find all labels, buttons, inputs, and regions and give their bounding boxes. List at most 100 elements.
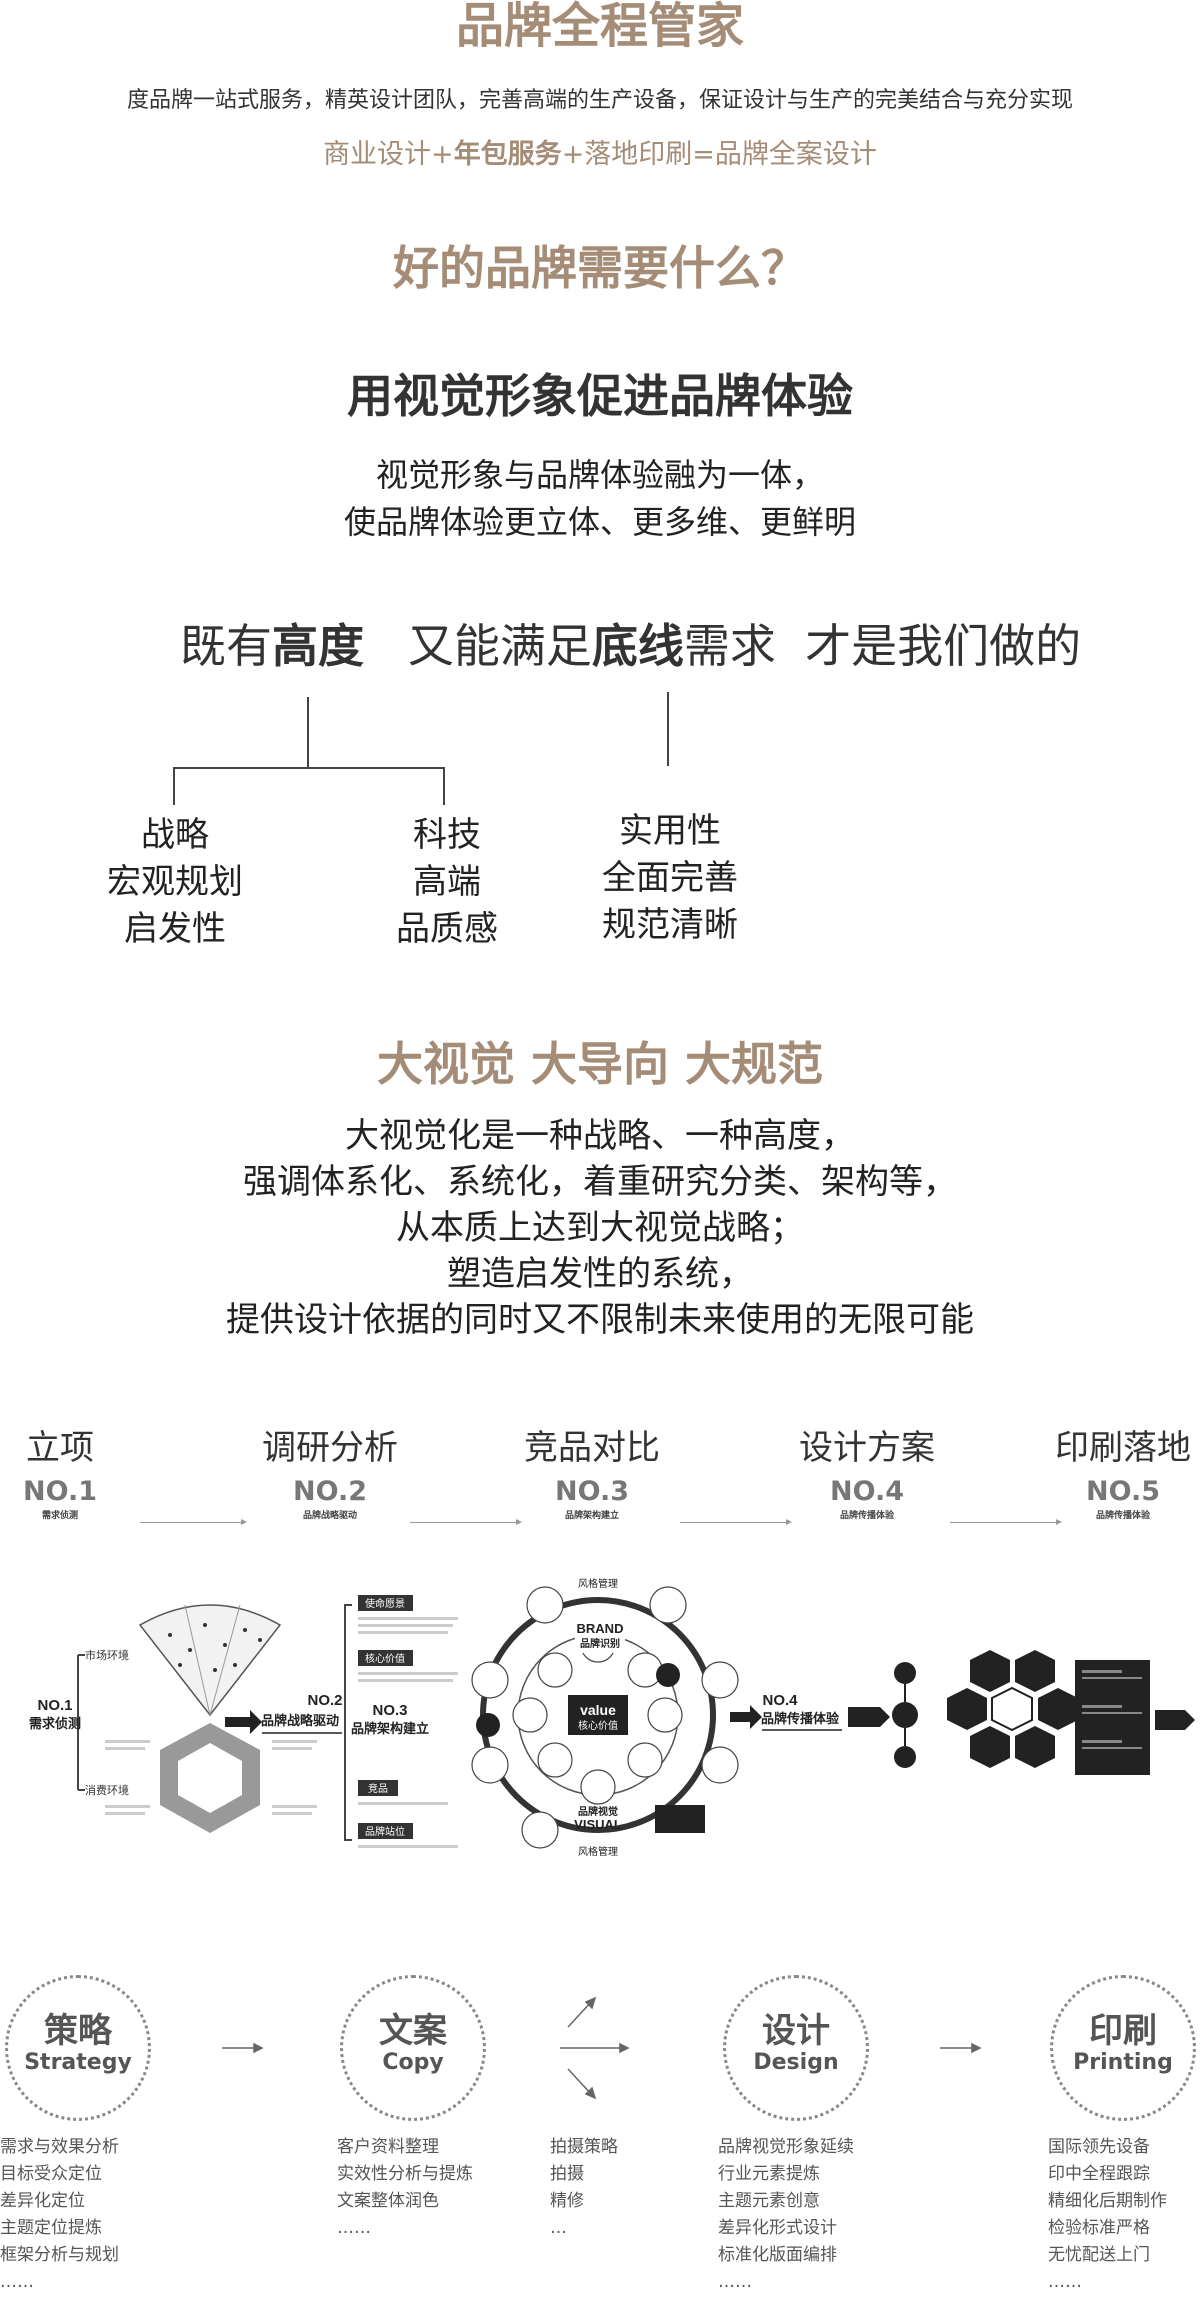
service-title: 设计	[762, 2011, 830, 2051]
tree-connector	[307, 697, 309, 769]
service-formula: 商业设计+年包服务+落地印刷=品牌全案设计	[0, 132, 1200, 171]
list-item: ……	[718, 2272, 752, 2292]
honeycomb-center	[991, 1686, 1033, 1732]
list-item: 客户资料整理	[337, 2137, 439, 2157]
tree-item: 科技	[413, 815, 481, 855]
list-item: 文案整体润色	[337, 2191, 439, 2211]
arrow-right-icon	[680, 1519, 792, 1525]
service-title-en: Copy	[382, 2050, 444, 2075]
tree-col-practical: 实用性 全面完善 规范清晰	[550, 808, 790, 949]
arrow-right-icon	[140, 1519, 247, 1525]
diag-no4: NO.4	[762, 1692, 798, 1709]
list-item: ……	[337, 2218, 371, 2238]
statement-b2: 底线	[591, 619, 684, 673]
chat-icon	[476, 1713, 500, 1737]
diag-value: value	[580, 1702, 616, 1718]
step-5: 印刷落地 NO.5 品牌传播体验	[1003, 1428, 1200, 1522]
fan-chart-shape	[138, 1604, 282, 1717]
tree-connector	[667, 692, 669, 766]
list-item: …	[550, 2218, 567, 2238]
tree-item: 战略	[141, 815, 209, 855]
arrow-right-icon	[410, 1519, 522, 1525]
tree-item: 启发性	[124, 909, 226, 949]
diag-positioning: 品牌站位	[365, 1825, 405, 1838]
service-title-en: Printing	[1073, 2050, 1173, 2075]
text-placeholder-lines	[105, 1740, 317, 1815]
diag-no4-sub: 品牌传播体验	[761, 1711, 840, 1726]
diag-no2: NO.2	[307, 1692, 342, 1709]
statement-b1: 高度	[272, 619, 364, 673]
list-item: 精细化后期制作	[1048, 2191, 1167, 2211]
diag-no1: NO.1	[37, 1697, 72, 1714]
section1-title: 用视觉形象促进品牌体验	[347, 369, 853, 423]
fan-line	[184, 1604, 211, 1716]
diag-mission: 使命愿景	[365, 1597, 405, 1610]
list-item: 主题元素创意	[718, 2191, 820, 2211]
arrow-head	[253, 2042, 264, 2054]
diag-core-value: 核心价值	[365, 1652, 405, 1665]
header-subtitle: 度品牌一站式服务，精英设计团队，完善高端的生产设备，保证设计与生产的完美结合与充…	[126, 88, 1073, 113]
list-item: 目标受众定位	[0, 2164, 102, 2184]
dark-panel	[1075, 1660, 1150, 1775]
service-circle-design: 设计 Design	[723, 1975, 869, 2121]
tree-col-strategy: 战略 宏观规划 启发性	[55, 812, 295, 953]
arrow-right-icon	[950, 1519, 1062, 1525]
section2-line: 强调体系化、系统化，着重研究分类、架构等，	[243, 1162, 957, 1202]
step-number: NO.2	[293, 1476, 367, 1507]
list-item: 精修	[550, 2191, 584, 2211]
step-number: NO.3	[555, 1476, 629, 1507]
big-arrow-icon	[730, 1705, 762, 1729]
step-number: NO.4	[830, 1476, 904, 1507]
tree-item: 高端	[413, 862, 481, 902]
page-title: 品牌全程管家	[455, 0, 744, 54]
service-title-en: Strategy	[24, 2050, 132, 2075]
tree-item: 实用性	[619, 811, 721, 851]
label-box	[358, 1650, 413, 1666]
list-item: ……	[1048, 2272, 1082, 2292]
diag-value-zh: 核心价值	[578, 1719, 618, 1732]
service-arrows	[222, 1996, 982, 2100]
list-item: 行业元素提炼	[718, 2164, 820, 2184]
step-1: 立项 NO.1 需求侦测	[0, 1428, 180, 1522]
step-sub: 品牌战略驱动	[302, 1511, 357, 1521]
service-title: 文案	[379, 2011, 447, 2051]
value-box	[568, 1695, 628, 1735]
step-label: 调研分析	[262, 1428, 398, 1468]
big-arrow-icon	[225, 1710, 262, 1734]
formula-part-b: 年包服务	[453, 139, 562, 170]
diag-competitor: 竞品	[368, 1782, 388, 1795]
section2-title: 大视觉 大导向 大规范	[376, 1037, 824, 1091]
service-list-photo: 拍摄策略 拍摄 精修 …	[550, 2134, 618, 2242]
hexagon-inner	[178, 1743, 242, 1813]
diag-brand-mgmt-bottom: 风格管理	[578, 1845, 618, 1858]
list-item: 无忧配送上门	[1048, 2245, 1150, 2265]
diag-brand: BRAND	[577, 1621, 624, 1636]
diag-no3: NO.3	[372, 1702, 407, 1719]
arrow-head	[619, 2042, 630, 2054]
list-item: 检验标准严格	[1048, 2218, 1150, 2238]
step-sub: 需求侦测	[41, 1511, 78, 1521]
text-placeholder-lines	[358, 1617, 458, 1848]
list-item: ……	[0, 2272, 34, 2292]
tree-item: 宏观规划	[107, 862, 243, 902]
step-label: 立项	[26, 1428, 94, 1468]
service-list-printing: 国际领先设备 印中全程跟踪 精细化后期制作 检验标准严格 无忧配送上门 ……	[1048, 2134, 1167, 2296]
section2-line: 塑造启发性的系统，	[447, 1254, 753, 1294]
panel-text-lines	[1082, 1670, 1142, 1749]
label-box	[358, 1780, 398, 1796]
diag-consume: 消费环境	[85, 1783, 129, 1797]
brand-label-bg	[575, 1625, 625, 1653]
list-item: 主题定位提炼	[0, 2218, 102, 2238]
section1-text: 视觉形象与品牌体验融为一体， 使品牌体验更立体、更多维、更鲜明	[0, 452, 1200, 546]
list-item: 国际领先设备	[1048, 2137, 1150, 2157]
service-list-strategy: 需求与效果分析 目标受众定位 差异化定位 主题定位提炼 框架分析与规划 ……	[0, 2134, 119, 2296]
service-list-design: 品牌视觉形象延续 行业元素提炼 主题元素创意 差异化形式设计 标准化版面编排 ……	[718, 2134, 854, 2296]
bracket-shape	[77, 1654, 85, 1791]
idea-icon	[656, 1663, 680, 1687]
arrow-tag-icon	[1155, 1710, 1195, 1730]
bracket-shape	[344, 1604, 352, 1841]
tree-col-tech: 科技 高端 品质感	[327, 812, 567, 953]
tree-item: 全面完善	[602, 858, 738, 898]
list-item: 实效性分析与提炼	[337, 2164, 473, 2184]
list-item: 需求与效果分析	[0, 2137, 119, 2157]
